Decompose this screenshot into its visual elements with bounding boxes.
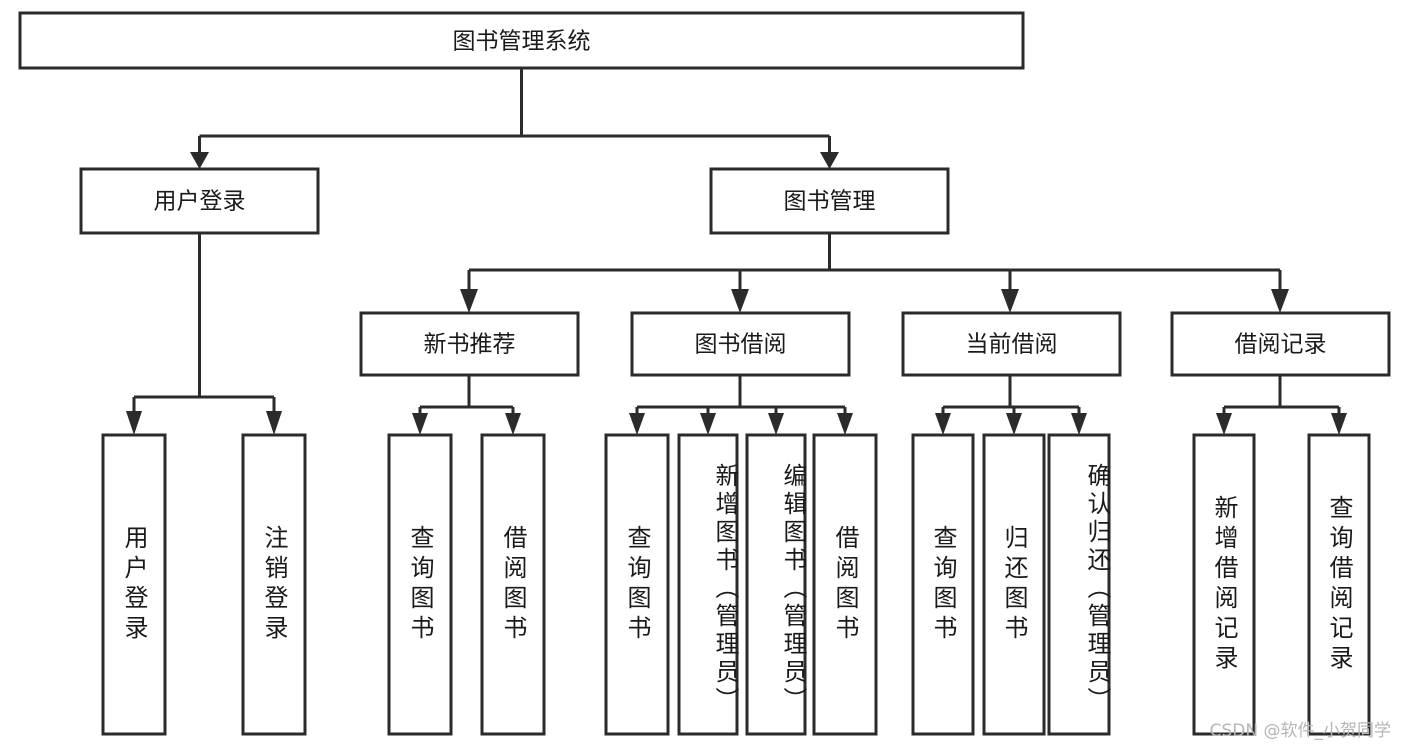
arrowhead-leaf-query-book-2 xyxy=(629,413,645,435)
node-user-login[interactable]: 用户登录 xyxy=(79,167,320,235)
connector-group-new-book-rec-to-leaves xyxy=(412,375,521,435)
node-leaf-query-record-box[interactable] xyxy=(1307,433,1371,736)
node-user-login-label: 用户登录 xyxy=(154,189,246,215)
node-book-borrow-label: 图书借阅 xyxy=(695,332,787,358)
connector-group-book-borrow-to-leaves xyxy=(629,375,853,435)
node-leaf-query-book-2-box[interactable] xyxy=(604,433,670,736)
node-leaf-add-book-box[interactable] xyxy=(677,433,739,736)
node-book-mgmt-box[interactable] xyxy=(709,167,950,235)
node-leaf-confirm-return-box[interactable] xyxy=(1047,433,1111,736)
arrowhead-leaf-query-book-1 xyxy=(412,413,428,435)
connector-group-borrow-record-to-leaves xyxy=(1216,375,1347,435)
arrowhead-book-mgmt xyxy=(820,152,839,169)
arrowhead-leaf-edit-book xyxy=(768,413,784,435)
node-root-box[interactable] xyxy=(18,11,1025,70)
node-borrow-record-label: 借阅记录 xyxy=(1235,332,1327,358)
node-current-borrow-box[interactable] xyxy=(901,311,1122,377)
arrowhead-current-borrow xyxy=(1001,289,1019,313)
arrowhead-leaf-confirm-return xyxy=(1071,413,1087,435)
connector-group-book-mgmt-to-level3 xyxy=(460,233,1289,313)
node-borrow-record-box[interactable] xyxy=(1170,311,1391,377)
connector-group-root-to-level2 xyxy=(190,68,839,169)
arrowhead-leaf-return-book xyxy=(1006,413,1022,435)
node-book-mgmt-label: 图书管理 xyxy=(784,189,876,215)
arrowhead-leaf-user-login xyxy=(126,411,142,435)
node-book-borrow[interactable]: 图书借阅 xyxy=(630,311,851,377)
node-leaf-add-record-box[interactable] xyxy=(1192,433,1256,736)
node-new-book-rec-box[interactable] xyxy=(359,311,580,377)
node-current-borrow-label: 当前借阅 xyxy=(966,332,1058,358)
leaf-box-group xyxy=(101,433,1371,736)
node-leaf-edit-book-box[interactable] xyxy=(745,433,807,736)
node-leaf-query-book-1-box[interactable] xyxy=(387,433,453,736)
connector-group-current-borrow-to-leaves xyxy=(935,375,1087,435)
arrowhead-leaf-add-record xyxy=(1216,413,1232,435)
connector-group-user-login-to-leaves xyxy=(126,233,282,435)
node-leaf-user-login-box[interactable] xyxy=(101,433,167,736)
node-leaf-query-book-3-box[interactable] xyxy=(911,433,975,736)
node-root-label: 图书管理系统 xyxy=(453,29,591,55)
arrowhead-leaf-query-book-3 xyxy=(935,413,951,435)
node-root[interactable]: 图书管理系统 xyxy=(18,11,1025,70)
arrowhead-user-login xyxy=(190,152,209,169)
node-borrow-record[interactable]: 借阅记录 xyxy=(1170,311,1391,377)
node-leaf-return-book-box[interactable] xyxy=(982,433,1046,736)
node-leaf-borrow-book-2-box[interactable] xyxy=(812,433,878,736)
arrowhead-leaf-logout xyxy=(266,411,282,435)
node-leaf-logout-box[interactable] xyxy=(241,433,307,736)
arrowhead-borrow-record xyxy=(1271,289,1289,313)
node-current-borrow[interactable]: 当前借阅 xyxy=(901,311,1122,377)
node-book-borrow-box[interactable] xyxy=(630,311,851,377)
arrowhead-leaf-borrow-book-2 xyxy=(837,413,853,435)
arrowhead-new-book-rec xyxy=(460,289,478,313)
node-user-login-box[interactable] xyxy=(79,167,320,235)
arrowhead-leaf-query-record xyxy=(1331,413,1347,435)
node-new-book-rec[interactable]: 新书推荐 xyxy=(359,311,580,377)
node-leaf-borrow-book-1-box[interactable] xyxy=(480,433,546,736)
arrowhead-leaf-add-book xyxy=(700,413,716,435)
watermark-text: CSDN @软件_小贺同学 xyxy=(1209,721,1391,741)
node-new-book-rec-label: 新书推荐 xyxy=(424,332,516,358)
arrowhead-leaf-borrow-book-1 xyxy=(505,413,521,435)
arrowhead-book-borrow xyxy=(731,289,749,313)
node-book-mgmt[interactable]: 图书管理 xyxy=(709,167,950,235)
